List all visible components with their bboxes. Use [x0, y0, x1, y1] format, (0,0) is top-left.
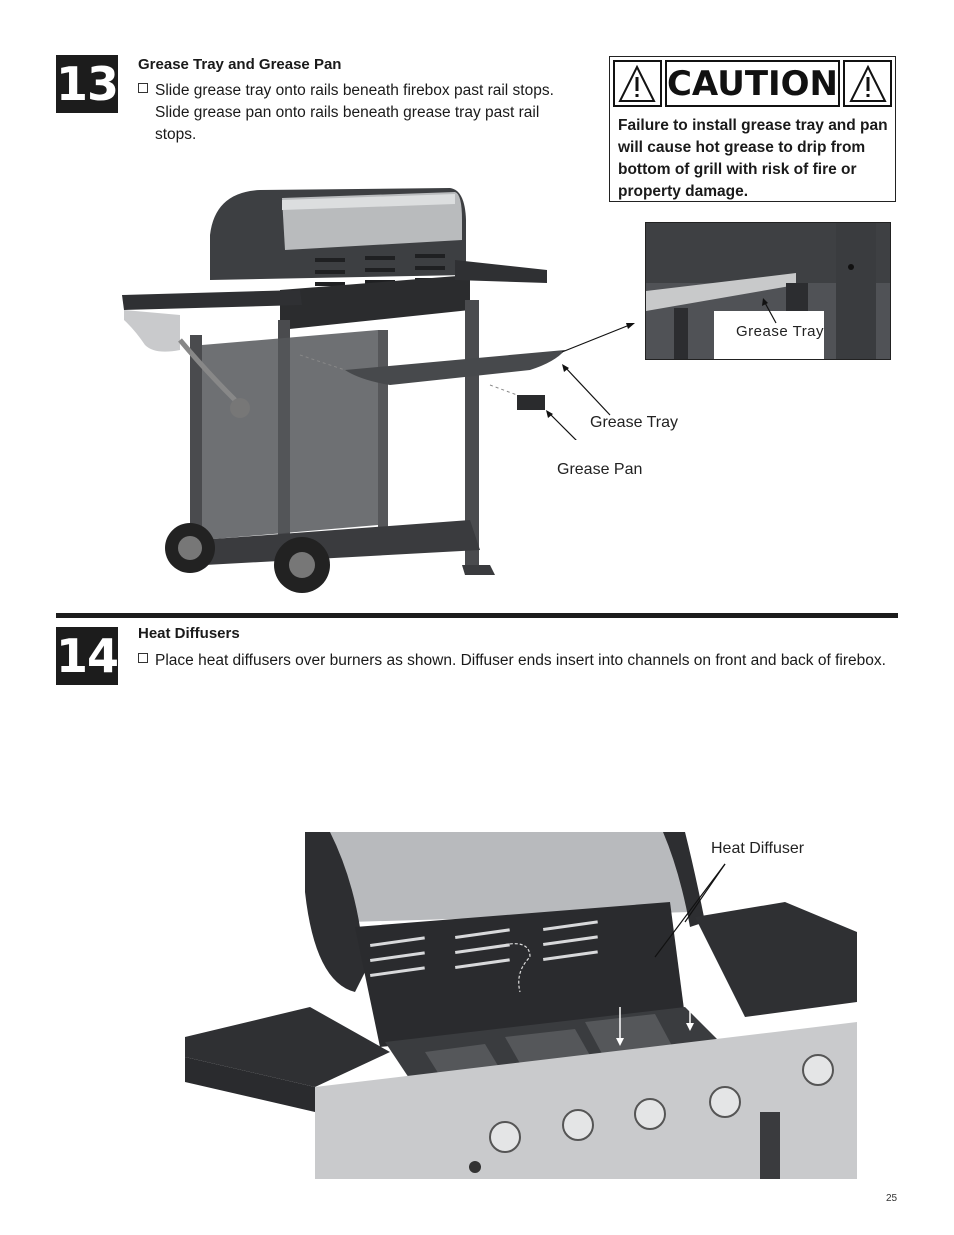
heat-diffuser-label: Heat Diffuser	[711, 840, 805, 857]
caution-text: Failure to install grease tray and pan w…	[618, 117, 888, 200]
step-14-text: Place heat diffusers over burners as sho…	[155, 652, 886, 669]
step-14-title: Heat Diffusers	[138, 625, 240, 642]
caution-box: CAUTION Failure to install grease tray a…	[609, 56, 896, 202]
caution-header: CAUTION	[613, 60, 892, 107]
step-13-line1: Slide grease tray onto rails beneath fir…	[155, 82, 554, 99]
page-number: 25	[886, 1193, 898, 1204]
warning-triangle-icon	[613, 60, 662, 107]
inset-grease-tray-label: Grease Tray	[736, 323, 825, 340]
caution-title: CAUTION	[664, 60, 841, 107]
step-13-title: Grease Tray and Grease Pan	[138, 56, 342, 73]
grease-tray-inset: Grease Tray	[645, 222, 891, 360]
grill-illustration	[122, 188, 565, 593]
grease-pan-label: Grease Pan	[557, 461, 643, 478]
heat-diffuser-illustration	[185, 832, 857, 1179]
callout-lines	[546, 323, 635, 440]
grease-tray-label: Grease Tray	[590, 414, 679, 431]
step-14-instructions: Place heat diffusers over burners as sho…	[138, 650, 918, 672]
section-divider	[56, 613, 898, 618]
step-13-instructions: Slide grease tray onto rails beneath fir…	[138, 80, 588, 146]
checkbox-bullet-icon	[138, 83, 148, 93]
step-13-number: 13	[56, 55, 119, 113]
step-13-line2: Slide grease pan onto rails beneath grea…	[155, 104, 540, 121]
warning-triangle-icon	[843, 60, 892, 107]
step-14-number: 14	[56, 627, 119, 685]
step-13-line3: stops.	[155, 126, 197, 143]
checkbox-bullet-icon	[138, 653, 148, 663]
